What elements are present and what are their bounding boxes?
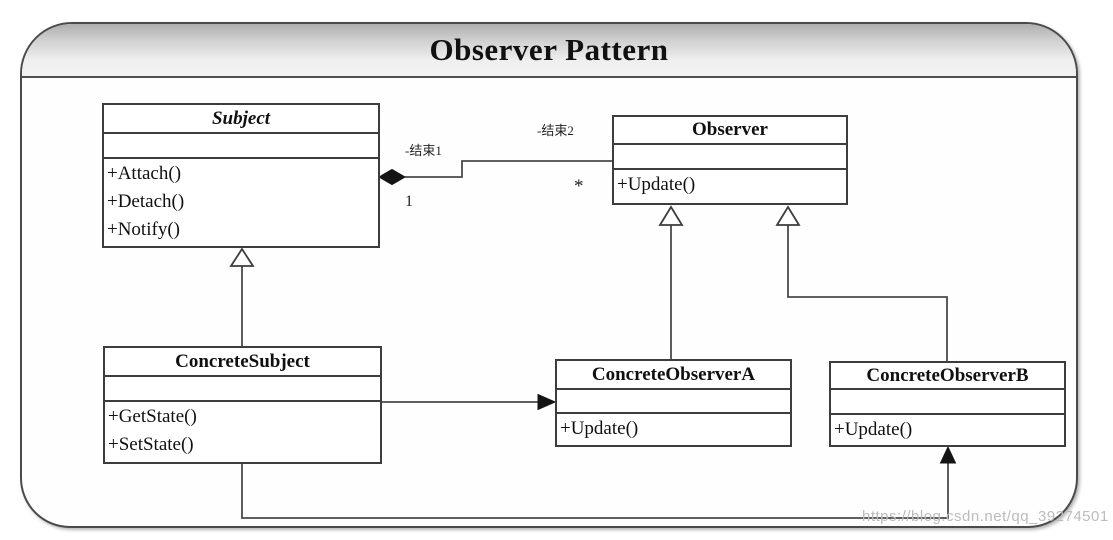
role-label-end1: -结束1 — [405, 143, 442, 158]
multiplicity-subject-side: 1 — [405, 193, 413, 210]
method-update: +Update() — [617, 174, 696, 195]
method-setstate: +SetState() — [108, 434, 194, 455]
class-observer-attributes — [614, 145, 846, 170]
method-update: +Update() — [834, 419, 913, 440]
diagram-header: Observer Pattern — [22, 24, 1076, 78]
method-getstate: +GetState() — [108, 406, 197, 427]
class-observer-name: Observer — [614, 117, 846, 145]
watermark: https://blog.csdn.net/qq_39274501 — [862, 508, 1109, 525]
class-concrete-observer-b-name: ConcreteObserverB — [831, 363, 1064, 390]
method-detach: +Detach() — [107, 191, 185, 212]
method-update: +Update() — [560, 418, 639, 439]
class-concrete-observer-b: ConcreteObserverB +Update() — [829, 361, 1066, 447]
class-subject-attributes — [104, 134, 378, 159]
diagram-title: Observer Pattern — [429, 32, 669, 67]
class-observer-methods: +Update() — [614, 170, 846, 203]
class-concrete-observer-a-methods: +Update() — [557, 414, 790, 445]
method-attach: +Attach() — [107, 163, 182, 184]
class-concrete-subject: ConcreteSubject +GetState() +SetState() — [103, 346, 382, 464]
role-label-end2: -结束2 — [537, 123, 574, 138]
class-concrete-observer-a-name: ConcreteObserverA — [557, 361, 790, 390]
class-concrete-observer-b-methods: +Update() — [831, 415, 1064, 445]
class-concrete-observer-a-attributes — [557, 390, 790, 414]
class-concrete-subject-attributes — [105, 377, 380, 402]
class-subject: Subject +Attach() +Detach() +Notify() — [102, 103, 380, 248]
class-concrete-subject-name: ConcreteSubject — [105, 348, 380, 377]
class-subject-methods: +Attach() +Detach() +Notify() — [104, 159, 378, 246]
method-notify: +Notify() — [107, 219, 180, 240]
class-concrete-observer-a: ConcreteObserverA +Update() — [555, 359, 792, 447]
class-subject-name: Subject — [104, 105, 378, 134]
class-concrete-observer-b-attributes — [831, 390, 1064, 415]
class-concrete-subject-methods: +GetState() +SetState() — [105, 402, 380, 462]
multiplicity-observer-side: * — [574, 176, 584, 197]
class-observer: Observer +Update() — [612, 115, 848, 205]
